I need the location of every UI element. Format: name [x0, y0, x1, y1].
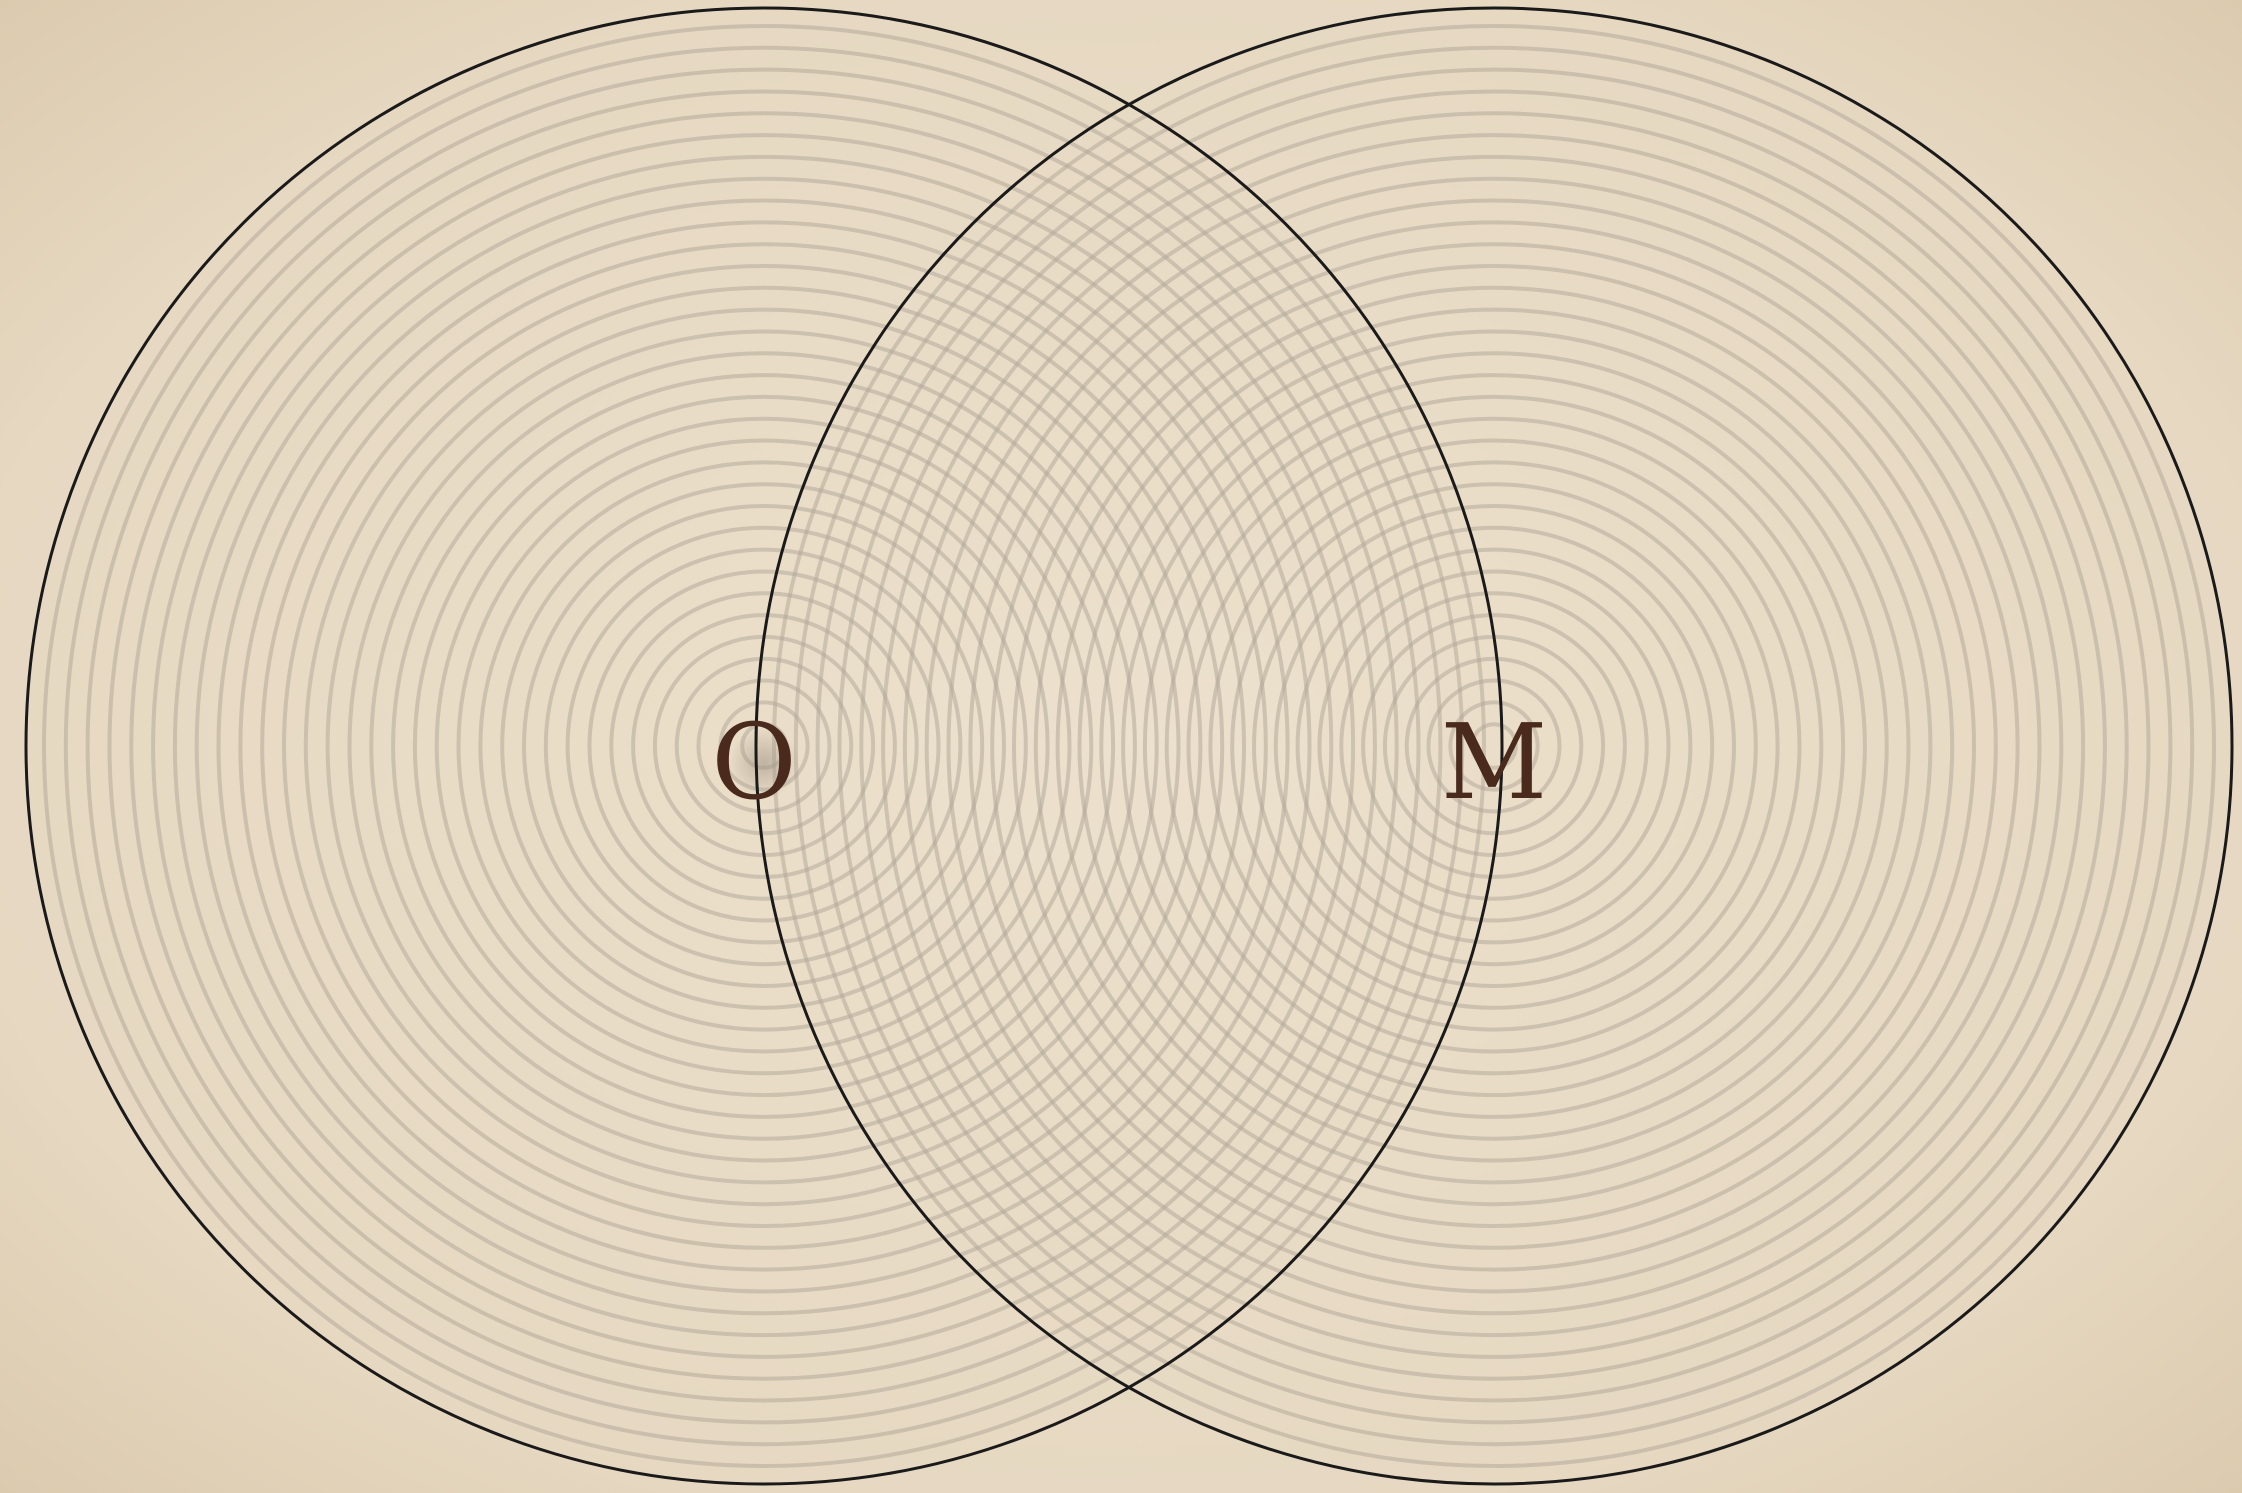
label-m: M	[1441, 701, 1548, 823]
label-o: O	[711, 701, 796, 823]
